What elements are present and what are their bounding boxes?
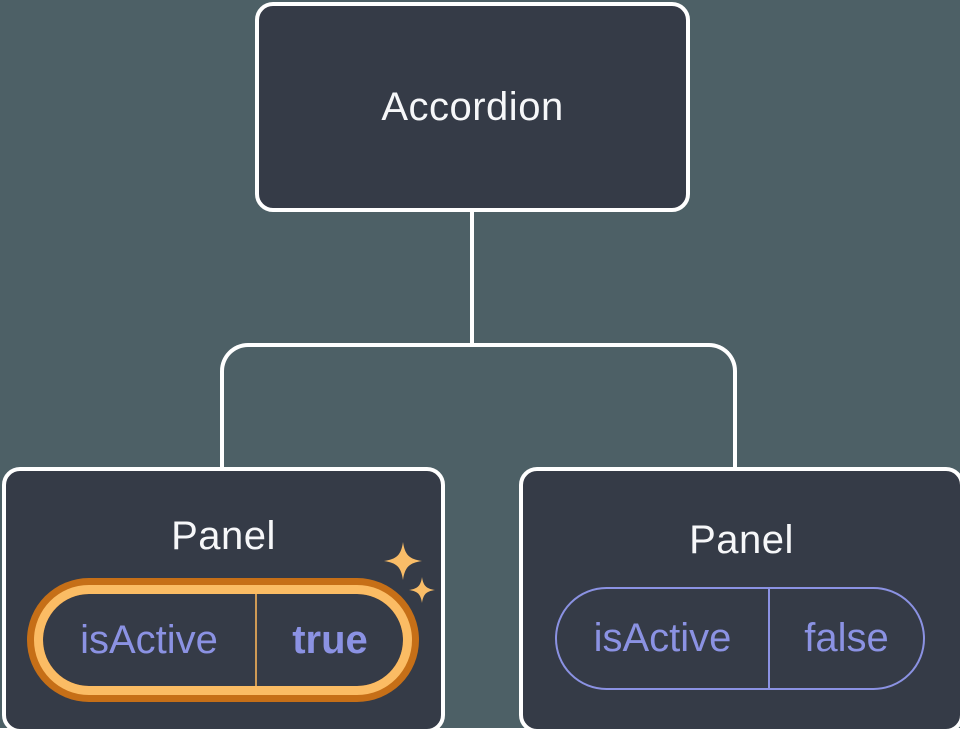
panel-node-label: Panel: [689, 518, 794, 562]
accordion-node-label: Accordion: [381, 84, 564, 129]
connector-stem: [470, 210, 474, 345]
sparkle-icon: [384, 542, 435, 603]
state-prop-value: true: [292, 617, 368, 662]
state-prop-name: isActive: [80, 617, 218, 662]
connector-branch: [220, 343, 737, 469]
state-prop-value: false: [804, 616, 889, 660]
tree-node-panel-inactive: Panel isActive false: [519, 467, 960, 733]
pill-divider: [768, 589, 770, 688]
state-pill-inactive: isActive false: [555, 587, 925, 690]
panel-node-label: Panel: [171, 514, 276, 558]
tree-node-accordion: Accordion: [255, 2, 690, 212]
tree-node-panel-active: Panel isActive true: [2, 467, 445, 733]
state-pill-active: isActive true: [43, 594, 403, 686]
pill-divider: [255, 594, 257, 686]
state-prop-name: isActive: [593, 616, 732, 660]
